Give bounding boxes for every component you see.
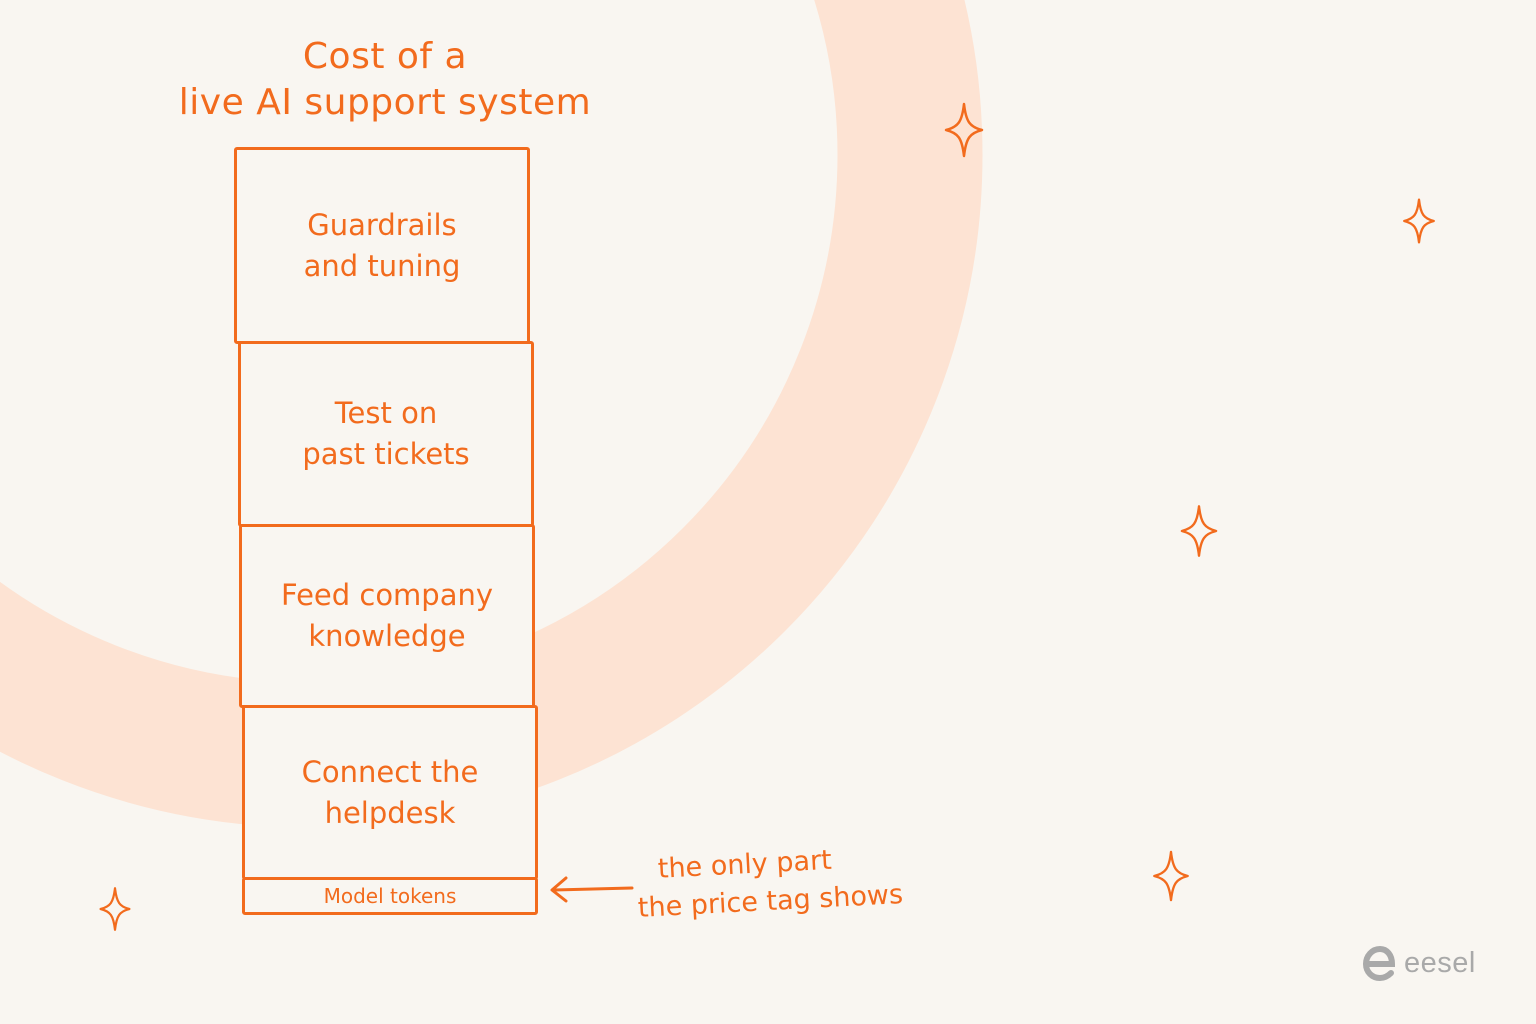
stack-block-guardrails: Guardrails and tuning <box>234 147 530 344</box>
diagram-title: Cost of a live AI support system <box>150 34 620 126</box>
stack-block-testing: Test on past tickets <box>238 341 534 527</box>
block-label: Test on past tickets <box>302 396 470 471</box>
four-point-star-icon <box>1153 850 1189 902</box>
stack-block-knowledge: Feed company knowledge <box>239 524 535 708</box>
left-arrow-icon <box>550 876 634 903</box>
block-label: Guardrails and tuning <box>303 207 461 283</box>
stack-block-helpdesk: Connect the helpdesk <box>242 705 538 880</box>
four-point-star-icon <box>1180 505 1218 557</box>
title-line-2: live AI support system <box>178 82 592 123</box>
four-point-star-icon <box>99 887 131 931</box>
cost-stack: Guardrails and tuning Test on past ticke… <box>234 147 538 915</box>
block-label: Connect the helpdesk <box>301 754 479 830</box>
four-point-star-icon <box>944 102 984 158</box>
four-point-star-icon <box>1403 198 1435 244</box>
block-label: Model tokens <box>323 884 457 908</box>
eesel-logo-icon <box>1362 945 1396 982</box>
block-label: Feed company knowledge <box>280 578 494 653</box>
stack-block-model-tokens: Model tokens <box>242 877 538 915</box>
logo-wordmark: eesel <box>1404 946 1476 979</box>
title-line-1: Cost of a <box>302 36 468 77</box>
brand-logo: eesel <box>1362 944 1476 982</box>
annotation-note: the only part the price tag shows <box>635 837 919 928</box>
